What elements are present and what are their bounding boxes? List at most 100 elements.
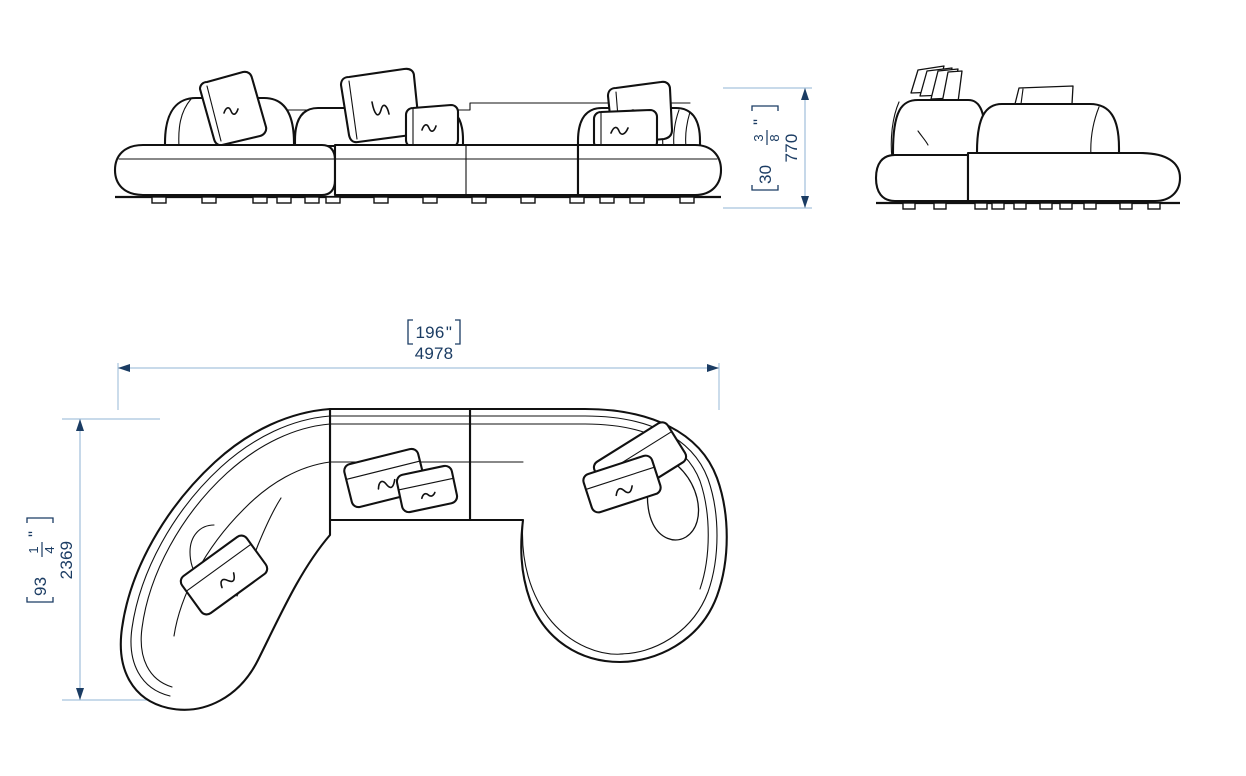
front-pillow-right-small xyxy=(592,108,659,151)
front-pillow-mid-large-edge xyxy=(348,80,358,140)
height-arrow-top xyxy=(801,88,809,100)
height-imperial-whole: 30 xyxy=(756,165,775,184)
plan-pillow-mid-front-seam xyxy=(398,477,454,491)
side-elevation-view xyxy=(874,65,1182,210)
plan-pillow-mid-rear-seam xyxy=(345,460,421,480)
foot xyxy=(520,196,536,204)
width-imperial-unit: " xyxy=(446,323,452,342)
height-bracket-left xyxy=(751,185,779,191)
dimension-depth: 2369 93 1 4 " xyxy=(25,418,160,701)
height-bracket-right xyxy=(751,105,779,111)
foot xyxy=(1039,202,1053,210)
side-backrest-left-seam xyxy=(890,101,900,159)
plan-pillow-right-front xyxy=(582,454,662,514)
height-imperial-unit: " xyxy=(750,119,769,125)
side-backrest-left-crease xyxy=(917,130,929,146)
front-base-module-left xyxy=(113,143,337,197)
foot xyxy=(276,196,292,204)
front-left-bolster-seam xyxy=(178,98,192,148)
front-pillow-left-edge xyxy=(206,85,222,142)
dimension-height: 770 30 3 8 " xyxy=(723,87,812,209)
side-base-left xyxy=(874,153,970,203)
plan-pillow-right-front-seam xyxy=(585,466,655,490)
front-pillow-mid-small-motif xyxy=(421,124,437,132)
plan-pillow-mid-front xyxy=(395,464,459,514)
depth-bracket-left xyxy=(26,597,54,603)
foot xyxy=(151,196,167,204)
plan-pillow-left-group xyxy=(179,534,269,616)
side-base-right xyxy=(966,151,1182,203)
side-backrest-right xyxy=(975,102,1121,160)
foot xyxy=(679,196,695,204)
foot xyxy=(991,202,1005,210)
foot xyxy=(471,196,487,204)
plan-seat-edge-left xyxy=(173,461,331,637)
height-imperial-numerator: 3 xyxy=(751,134,766,141)
side-pillow-e-edge xyxy=(1020,88,1024,105)
foot xyxy=(201,196,217,204)
front-base-module-right xyxy=(576,143,723,197)
foot xyxy=(974,202,988,210)
foot xyxy=(373,196,389,204)
side-feet-group xyxy=(902,202,1161,210)
foot xyxy=(933,202,947,210)
depth-imperial-denominator: 4 xyxy=(42,546,57,553)
foot xyxy=(304,196,320,204)
foot xyxy=(422,196,438,204)
height-imperial-group: 30 3 8 " xyxy=(750,105,782,191)
plan-pillow-mid-front-motif xyxy=(421,491,436,500)
depth-imperial-numerator: 1 xyxy=(26,546,41,553)
dimension-width: 4978 196 " xyxy=(117,319,720,410)
foot xyxy=(1147,202,1161,210)
plan-pillow-mid-front-group xyxy=(395,464,459,514)
depth-metric-value: 2369 xyxy=(57,541,76,580)
depth-arrow-top xyxy=(76,419,84,431)
front-feet-group xyxy=(151,196,695,204)
depth-imperial-group: 93 1 4 " xyxy=(25,517,57,603)
side-pillow-e xyxy=(1014,85,1074,105)
height-arrow-bottom xyxy=(801,196,809,208)
front-base-module-mid xyxy=(333,143,580,197)
foot xyxy=(1083,202,1097,210)
plan-pillow-left-seam xyxy=(185,543,252,592)
front-pillow-left-motif xyxy=(223,107,239,115)
width-bracket-left xyxy=(407,319,413,345)
foot xyxy=(629,196,645,204)
plan-pillow-left-motif xyxy=(220,572,236,589)
plan-chaise-lobe-inner xyxy=(521,519,624,655)
width-imperial-group: 196 " xyxy=(407,319,461,345)
side-backrest-left xyxy=(891,98,988,160)
plan-view xyxy=(119,407,728,711)
width-arrow-left xyxy=(118,364,130,372)
front-pillow-right-small-motif xyxy=(610,126,629,135)
foot xyxy=(252,196,268,204)
depth-imperial-unit: " xyxy=(25,531,44,537)
foot xyxy=(1059,202,1073,210)
height-imperial-denominator: 8 xyxy=(767,134,782,141)
plan-pillow-right-front-motif xyxy=(615,485,633,497)
foot xyxy=(1119,202,1133,210)
plan-pillow-mid-rear-motif xyxy=(377,478,396,490)
front-elevation-view xyxy=(113,67,723,204)
width-arrow-right xyxy=(707,364,719,372)
width-metric-value: 4978 xyxy=(415,344,454,363)
foot xyxy=(1013,202,1027,210)
width-imperial-whole: 196 xyxy=(416,323,445,342)
plan-pillow-right-front-group xyxy=(582,454,662,514)
front-pillow-mid-small xyxy=(404,103,460,149)
plan-backrest-inner-left-1 xyxy=(130,415,331,697)
depth-arrow-bottom xyxy=(76,688,84,700)
depth-imperial-whole: 93 xyxy=(31,577,50,596)
depth-bracket-right xyxy=(26,517,54,523)
plan-backrest-inner-right-2 xyxy=(584,423,709,590)
width-bracket-right xyxy=(455,319,461,345)
height-metric-value: 770 xyxy=(782,134,801,163)
plan-backrest-inner-left-2 xyxy=(140,423,331,688)
foot xyxy=(569,196,585,204)
foot xyxy=(902,202,916,210)
front-pillow-mid-large-motif xyxy=(371,101,390,116)
foot xyxy=(599,196,615,204)
foot xyxy=(325,196,341,204)
